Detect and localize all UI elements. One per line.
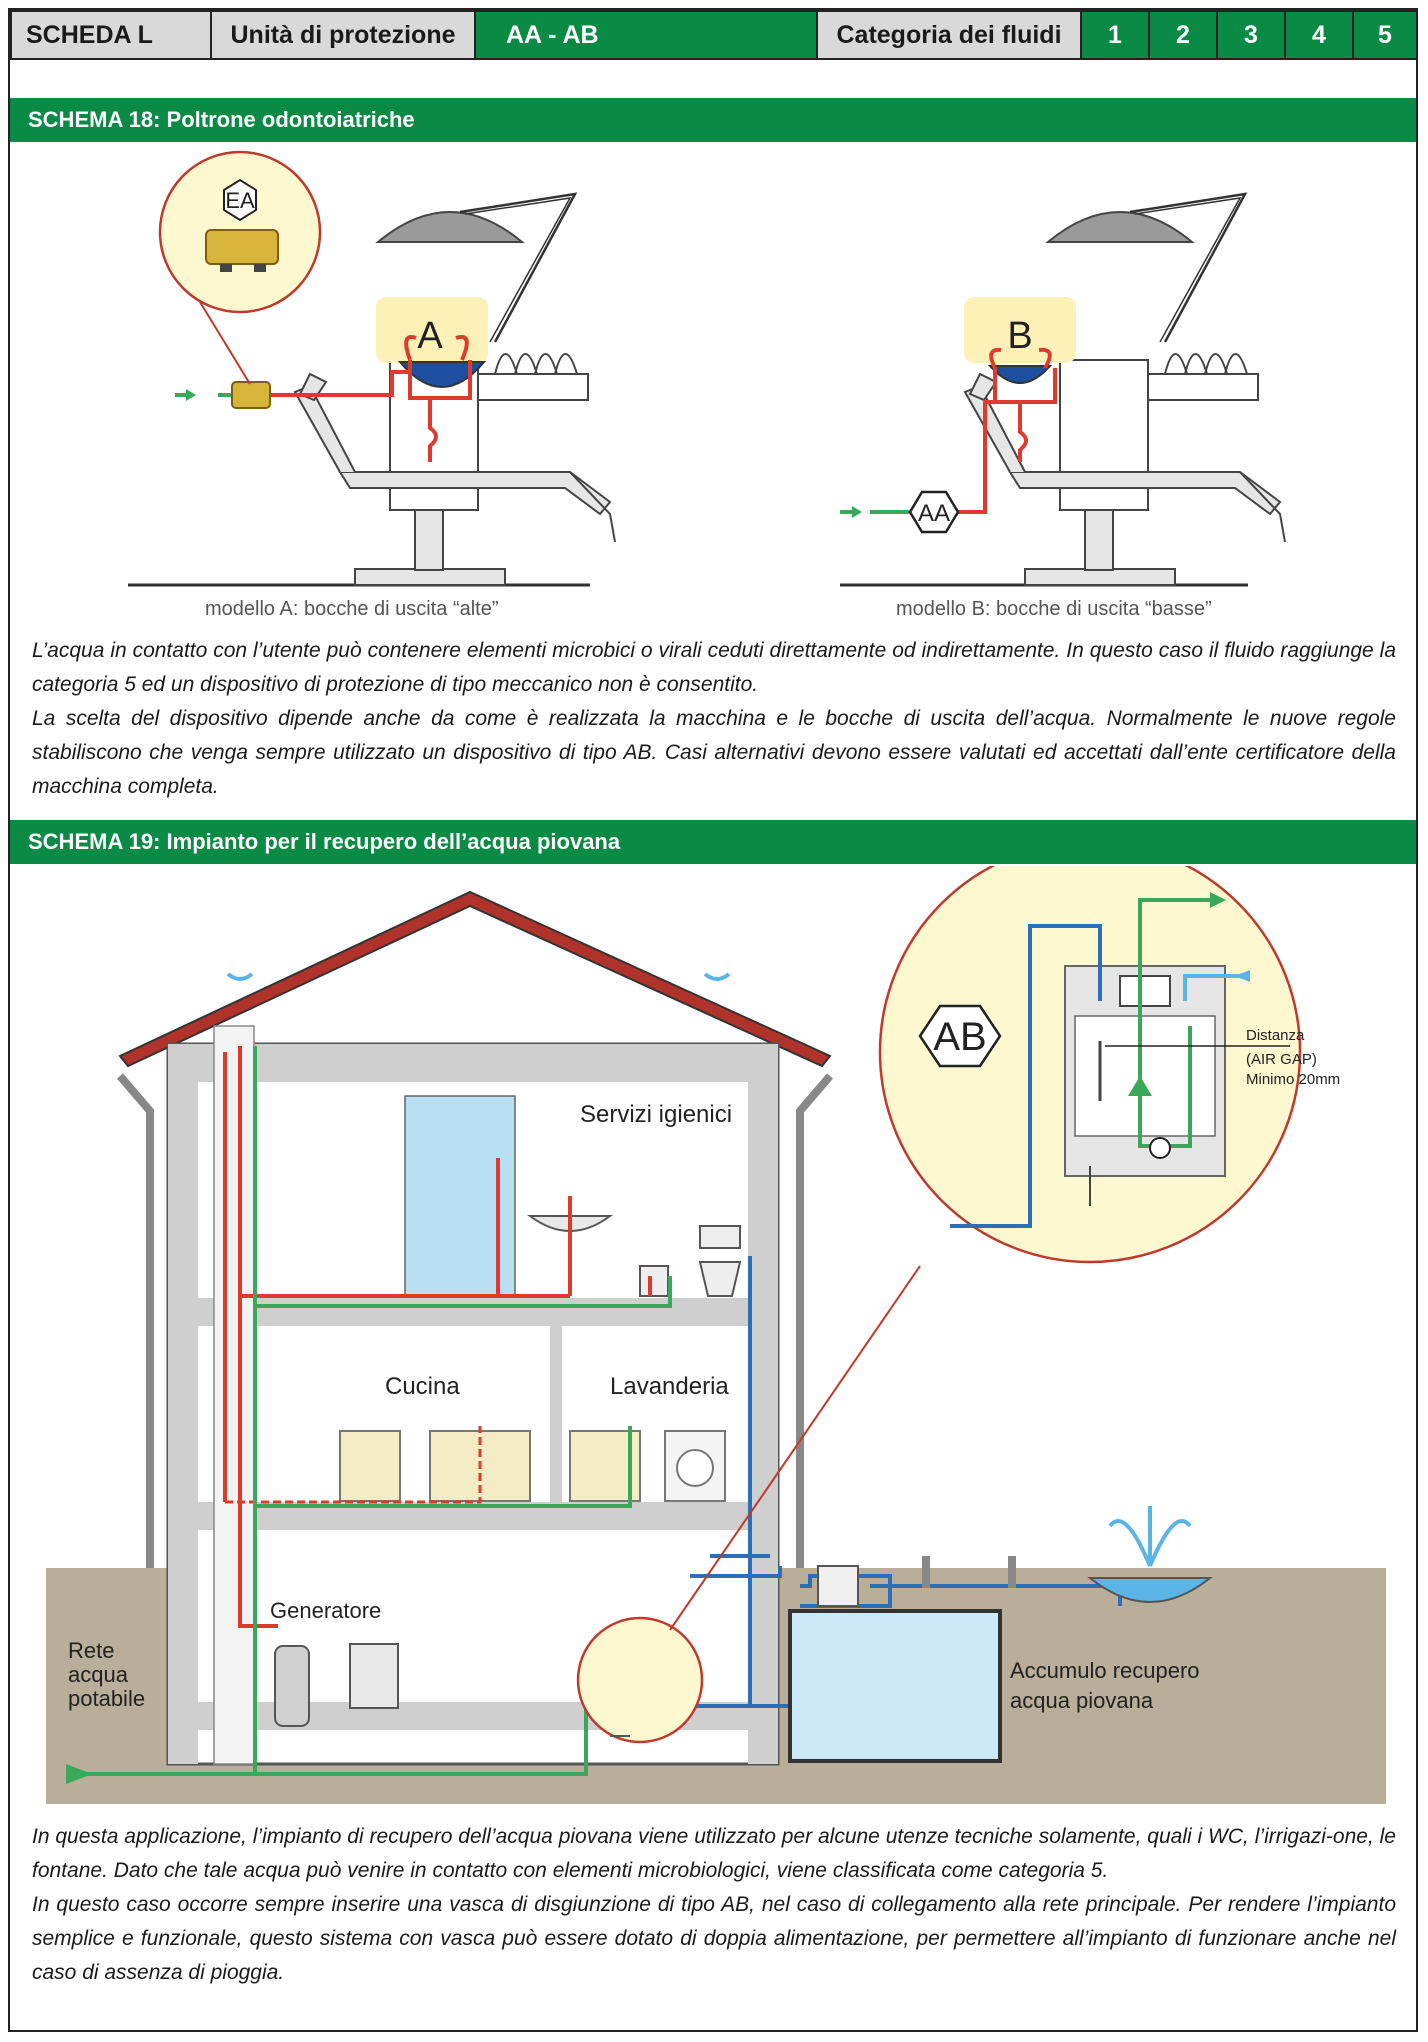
header-scheda-text: SCHEDA L [26, 20, 153, 49]
ab-tank-small [576, 1616, 704, 1744]
badge-ab-text: AB [933, 1015, 986, 1059]
pipe-shaft [213, 1025, 255, 1765]
schema19-paragraph-1: In questa applicazione, l’impianto di re… [32, 1825, 1396, 1882]
header-cat-3-text: 3 [1244, 20, 1258, 49]
schema18-text: L’acqua in contatto con l’utente può con… [32, 634, 1396, 804]
header-codice: AA - AB [474, 10, 818, 60]
wc [698, 1261, 742, 1297]
schema18-paragraph-1: L’acqua in contatto con l’utente può con… [32, 639, 1396, 696]
badge-aa-text: AA [918, 500, 950, 527]
room-lavanderia: Lavanderia [610, 1373, 729, 1400]
header-categoria: Categoria dei fluidi [816, 10, 1082, 60]
kitchen-dishwasher [339, 1430, 401, 1502]
dental-chair-b: B AA [840, 192, 1286, 586]
label-b-box [964, 297, 1076, 363]
schema19-title: SCHEMA 19: Impianto per il recupero dell… [10, 820, 1416, 864]
ab-badge [918, 1004, 1002, 1068]
boiler-tank [274, 1645, 310, 1727]
rainwater-house-diagram: AB Distanza (AIR GAP) Minimo 20mm Serviz… [46, 866, 1386, 1804]
generator-unit [349, 1643, 399, 1709]
header-codice-text: AA - AB [506, 20, 599, 49]
wc-cistern [699, 1225, 741, 1249]
pipe-red-a [230, 335, 472, 400]
header-cat-3: 3 [1216, 10, 1286, 60]
schema18-paragraph-2: La scelta del dispositivo dipende anche … [32, 707, 1396, 798]
sprinkler-1 [922, 1556, 930, 1588]
badge-ea-text: EA [225, 188, 255, 213]
fountain [1087, 1577, 1213, 1603]
caption-model-a: modello A: bocche di uscita “alte” [205, 598, 499, 620]
header-cat-1-text: 1 [1108, 20, 1122, 49]
flow-arrow-a [186, 389, 196, 401]
schema18-title-text: SCHEMA 18: Poltrone odontoiatriche [28, 107, 415, 132]
dental-chairs-diagram: A EA B [128, 150, 1286, 587]
label-a-box [376, 297, 488, 363]
pipe-rain [630, 1256, 800, 1708]
header-categoria-text: Categoria dei fluidi [836, 20, 1062, 49]
ea-valve-zoom [205, 229, 279, 265]
air-gap-minimo: Minimo 20mm [1246, 1071, 1340, 1088]
pipe-red-b [950, 368, 1057, 514]
rain-tank [788, 1609, 1002, 1763]
label-b: B [1007, 315, 1032, 357]
page-frame [8, 8, 1418, 2032]
flow-arrow-b [852, 506, 862, 518]
header-cat-5-text: 5 [1378, 20, 1392, 49]
pump-icon [1149, 1137, 1171, 1159]
label-accumulo-1: Accumulo recupero [1010, 1658, 1200, 1683]
lamp-b [1045, 211, 1195, 243]
label-a: A [417, 315, 443, 357]
room-generatore: Generatore [270, 1598, 381, 1623]
dental-chair-a: A EA [158, 150, 616, 586]
lamp-a [375, 211, 525, 243]
roof [118, 890, 832, 1068]
header-unita: Unità di protezione [210, 10, 476, 60]
schema19-paragraph-2: In questo caso occorre sempre inserire u… [32, 1893, 1396, 1984]
distribution-box [817, 1565, 859, 1607]
header-cat-5: 5 [1352, 10, 1418, 60]
header-cat-2-text: 2 [1176, 20, 1190, 49]
ea-valve-small [231, 381, 271, 409]
header-unita-text: Unità di protezione [230, 20, 456, 49]
aa-badge [908, 490, 960, 534]
gutter-left [116, 1073, 154, 1568]
label-rete-2: acqua [68, 1662, 129, 1687]
lamp-arm-a [459, 192, 578, 343]
label-rete-3: potabile [68, 1686, 145, 1711]
inlet-arrow [66, 1764, 92, 1784]
room-cucina: Cucina [385, 1373, 460, 1400]
header-cat-2: 2 [1148, 10, 1218, 60]
bidet [639, 1265, 669, 1297]
air-gap-label: (AIR GAP) [1246, 1051, 1317, 1068]
header-cat-1: 1 [1080, 10, 1150, 60]
schema19-text: In questa applicazione, l’impianto di re… [32, 1820, 1396, 1990]
ea-badge [223, 178, 257, 222]
header-cat-4-text: 4 [1312, 20, 1326, 49]
schema19-title-text: SCHEMA 19: Impianto per il recupero dell… [28, 829, 621, 854]
label-accumulo-2: acqua piovana [1010, 1688, 1154, 1713]
caption-model-b: modello B: bocche di uscita “basse” [896, 598, 1212, 620]
label-rete-1: Rete [68, 1638, 114, 1663]
room-servizi-igienici: Servizi igienici [580, 1101, 732, 1128]
bowl-b [987, 365, 1053, 384]
sprinkler-2 [1008, 1556, 1016, 1588]
schema18-title: SCHEMA 18: Poltrone odontoiatriche [10, 98, 1416, 142]
air-gap-distanza: Distanza [1246, 1027, 1305, 1044]
header-cat-4: 4 [1284, 10, 1354, 60]
header-scheda: SCHEDA L [10, 10, 212, 60]
gutter-right [796, 1073, 834, 1568]
